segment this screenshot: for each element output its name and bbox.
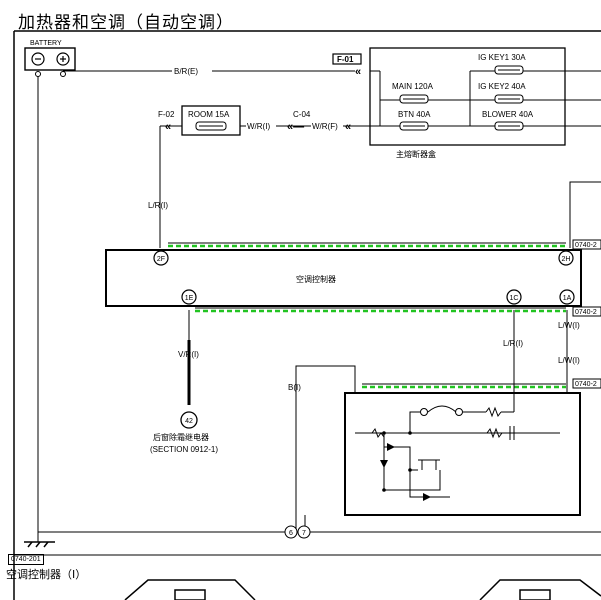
fuse-main-label: MAIN 120A [392,82,434,91]
main-fuse-box: IG KEY1 30A MAIN 120A IG KEY2 40A BTN 40… [369,47,601,159]
pin-1a: 1A [559,289,575,305]
svg-text:0740-2: 0740-2 [575,381,597,388]
controller-label: 空调控制器 [296,274,336,284]
fuse-box-label: 主熔断器盒 [396,149,436,159]
page-title: 加热器和空调（自动空调） [18,13,234,33]
svg-text:2H: 2H [562,256,571,263]
diagram-frame [13,30,601,600]
wire-label-lw-i-top: L/W(I) [558,321,580,330]
fuse-ig-key2-label: IG KEY2 40A [478,82,526,91]
svg-text:«—: «— [287,121,304,133]
svg-text:«: « [345,121,351,133]
svg-text:1E: 1E [185,295,194,302]
wire-label-lr-i-left: L/R(I) [148,201,168,210]
fuse-blower-label: BLOWER 40A [482,110,534,119]
shield-lines [168,244,566,389]
wire-label-lw-i-bottom: L/W(I) [558,356,580,365]
pin-6: 6 [284,525,298,539]
room-fuse: F-02 ROOM 15A [158,105,241,136]
pin-1e: 1E [181,289,197,305]
battery-label: BATTERY [30,40,62,47]
ground-symbol [24,541,55,548]
section-code: 0740-201 [8,554,44,565]
fuse-ig-key1-label: IG KEY1 30A [478,53,526,62]
svg-text:0740-2: 0740-2 [575,242,597,249]
inner-circuit [344,392,581,516]
wire-label-wr-f: W/R(F) [312,122,338,131]
wire-label-wr-i: W/R(I) [247,122,270,131]
svg-text:«: « [355,66,361,78]
svg-text:7: 7 [302,530,306,537]
svg-text:2F: 2F [157,256,165,263]
svg-text:1C: 1C [510,295,519,302]
relay-section-ref: (SECTION 0912-1) [150,445,218,454]
bottom-connector-outlines [124,579,601,600]
wire-label-lr-i-mid: L/R(I) [503,339,523,348]
pin-7: 7 [297,525,311,539]
battery-symbol: BATTERY [24,40,76,77]
connector-c04: C-04 [293,110,311,119]
connector-f01: F-01 « [332,53,362,78]
pin-1c: 1C [506,289,522,305]
svg-text:«: « [165,121,171,133]
svg-text:0740-2: 0740-2 [575,309,597,316]
svg-text:42: 42 [185,418,193,425]
wire-label-b-i: B(I) [288,383,301,392]
pin-2f: 2F [153,250,169,266]
section-title: 空调控制器（I） [6,568,87,581]
svg-text:1A: 1A [563,295,572,302]
pin-42: 42 [180,411,198,429]
wire-label-br-e: B/R(E) [174,67,198,76]
svg-text:F-01: F-01 [337,55,354,64]
ref-codes: 0740-2 0740-2 0740-2 [572,239,601,389]
pin-2h: 2H [558,250,574,266]
svg-text:6: 6 [289,530,293,537]
fuse-btn-label: BTN 40A [398,110,431,119]
svg-text:F-02: F-02 [158,110,175,119]
fuse-room-label: ROOM 15A [188,110,230,119]
ac-controller-box: 空调控制器 [105,249,582,307]
wire-label-vr-i: V/R(I) [178,350,199,359]
relay-label: 后窗除霜继电器 [153,432,209,442]
